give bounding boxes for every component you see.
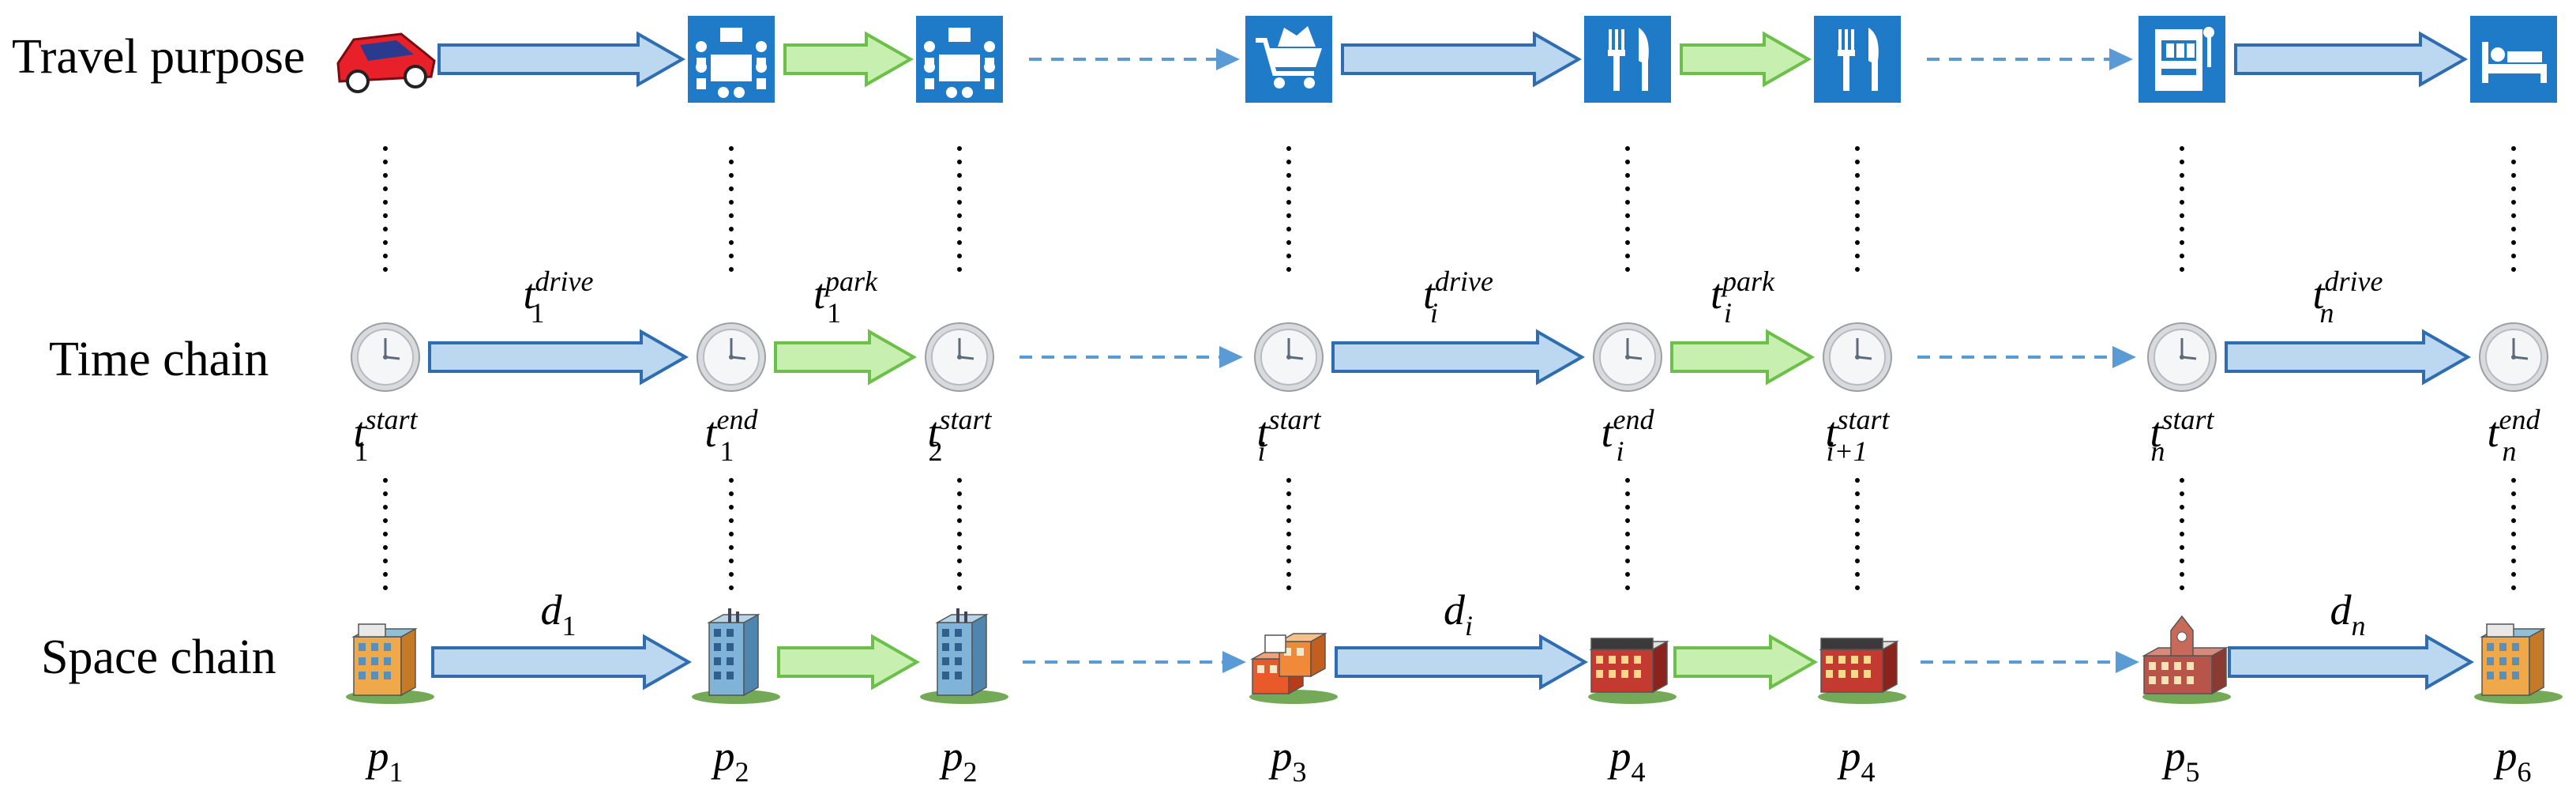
space-node-label-8: p6	[2493, 732, 2532, 788]
bed-icon	[2470, 16, 2557, 103]
space-link-label-1: d1	[541, 586, 576, 642]
car-icon	[336, 32, 436, 93]
clock-icon	[1254, 322, 1324, 392]
arrow-space-2	[777, 634, 921, 691]
shopping-mall-icon	[1249, 632, 1338, 704]
arrow-time-3	[1020, 346, 1243, 368]
space-node-label-1: p1	[365, 732, 404, 788]
slot-machine-icon	[2139, 16, 2225, 103]
arrow-space-4	[1335, 634, 1589, 691]
arrow-time-5	[1670, 329, 1816, 386]
space-node-label-3: p2	[939, 732, 978, 788]
arrow-space-1	[431, 634, 693, 691]
arrow-purpose-6	[1927, 48, 2133, 70]
space-link-label-7: dn	[2330, 586, 2366, 642]
residential-building-icon	[2474, 623, 2563, 704]
chain-arrows	[428, 31, 2475, 691]
arrow-time-6	[1917, 346, 2136, 368]
arrow-purpose-5	[1680, 31, 1812, 88]
school-building-icon	[2142, 615, 2231, 704]
restaurant-icon	[1814, 16, 1901, 103]
row-label-space-chain: Space chain	[41, 630, 276, 684]
arrow-time-7	[2225, 329, 2472, 386]
arrow-time-4	[1331, 329, 1586, 386]
clock-icon	[351, 322, 420, 392]
arrow-time-2	[774, 329, 918, 386]
space-node-label-2: p2	[711, 732, 749, 788]
row-label-time-chain: Time chain	[49, 333, 268, 386]
residential-building-icon	[346, 623, 434, 704]
clock-icon	[697, 322, 766, 392]
meeting-icon	[916, 16, 1003, 103]
restaurant-icon	[1584, 16, 1671, 103]
office-tower-icon	[692, 608, 780, 704]
arrow-purpose-7	[2234, 31, 2469, 88]
arrow-purpose-4	[1341, 31, 1583, 88]
arrow-purpose-1	[437, 31, 686, 88]
restaurant-building-icon	[1818, 638, 1906, 704]
chain-icons	[336, 16, 2563, 704]
space-node-label-5: p4	[1607, 732, 1646, 788]
space-node-label-4: p3	[1268, 732, 1307, 788]
restaurant-building-icon	[1588, 638, 1677, 704]
clock-icon	[2147, 322, 2217, 392]
space-node-label-7: p5	[2161, 732, 2200, 788]
arrow-time-1	[428, 329, 689, 386]
arrow-space-5	[1673, 634, 1819, 691]
arrow-purpose-2	[783, 31, 914, 88]
space-node-label-6: p4	[1837, 732, 1876, 788]
space-link-label-4: di	[1444, 586, 1473, 642]
clock-icon	[2479, 322, 2548, 392]
arrow-space-3	[1023, 651, 1246, 673]
arrow-space-6	[1921, 651, 2139, 673]
clock-icon	[925, 322, 994, 392]
meeting-icon	[688, 16, 775, 103]
arrow-purpose-3	[1029, 48, 1240, 70]
clock-icon	[1823, 322, 1892, 392]
clock-icon	[1593, 322, 1662, 392]
office-tower-icon	[920, 608, 1008, 704]
row-label-travel-purpose: Travel purpose	[12, 30, 305, 84]
arrow-space-7	[2228, 634, 2475, 691]
shopping-cart-icon	[1245, 16, 1332, 103]
